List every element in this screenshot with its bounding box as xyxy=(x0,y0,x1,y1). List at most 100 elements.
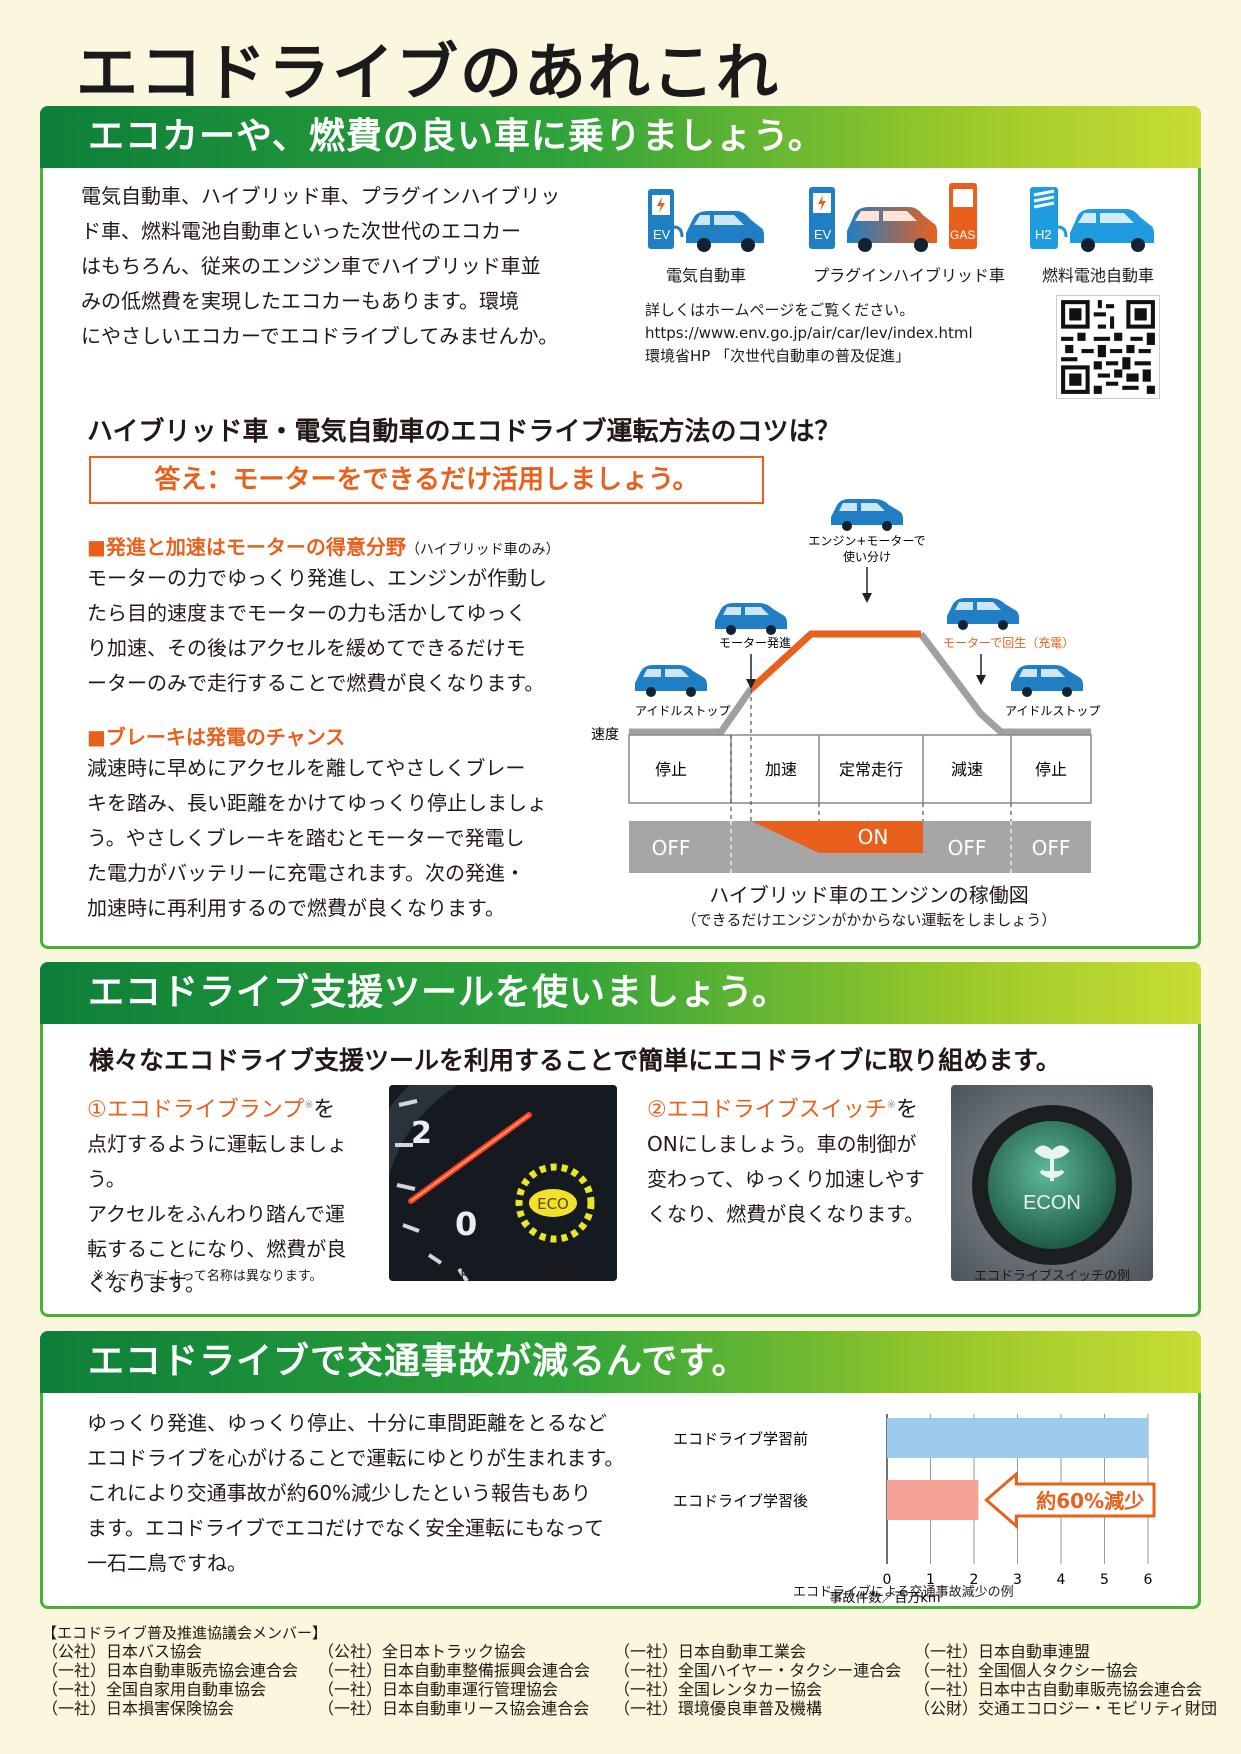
intro-line: にやさしいエコカーでエコドライブしてみませんか。 xyxy=(81,324,559,348)
phase-decel: 減速 xyxy=(951,760,983,779)
tool1-line: くなります。 xyxy=(87,1272,205,1297)
more-info: 詳しくはホームページをご覧ください。 https://www.env.go.jp… xyxy=(645,299,973,368)
car-label-phev: プラグインハイブリッド車 xyxy=(813,266,1005,285)
tip1-body: モーターの力でゆっくり発進し、エンジンが作動し たら目的速度までモーターの力も活… xyxy=(87,561,567,701)
tip2-line: う。やさしくブレーキを踏むとモーターで発電し xyxy=(87,826,525,850)
accident-line: ます。エコドライブでエコだけでなく安全運転にもなって xyxy=(87,1516,604,1540)
chart-tick-label: 2 xyxy=(970,1572,979,1588)
fuel-cell-icon: H2 xyxy=(1030,185,1160,257)
intro-line: はもちろん、従来のエンジン車でハイブリッド車並 xyxy=(81,254,541,278)
member-item: （一社）日本自動車整備振興会連合会 xyxy=(318,1661,591,1680)
car-label-ev: 電気自動車 xyxy=(665,266,746,285)
ev-tag: EV xyxy=(653,227,671,242)
eco-lamp-photo: 2 0 ECO xyxy=(389,1085,617,1281)
reduction-label: 約60%減少 xyxy=(1036,1489,1144,1513)
intro-text: 電気自動車、ハイブリッド車、プラグインハイブリッ ド車、燃料電池自動車といった次… xyxy=(81,179,561,354)
regen-label: モーターで回生（充電） xyxy=(943,635,1074,650)
question-heading: ハイブリッド車・電気自動車のエコドライブ運転方法のコツは？ xyxy=(87,417,841,447)
accident-line: ゆっくり発進、ゆっくり停止、十分に車間距離をとるなど xyxy=(87,1411,607,1435)
member-item: （一社）日本中古自動車販売協会連合会 xyxy=(914,1680,1203,1699)
section-header-tools: エコドライブ支援ツールを使いましょう。 xyxy=(40,962,1201,1024)
phase-accel: 加速 xyxy=(765,760,797,779)
engine-off-2: OFF xyxy=(948,836,987,860)
section-accident-reduction: エコドライブで交通事故が減るんです。 ゆっくり発進、ゆっくり停止、十分に車間距離… xyxy=(40,1331,1201,1609)
car-icon xyxy=(947,598,1019,630)
tool1-text: ①エコドライブランプ※を 点灯するように運転しましょう。 アクセルをふんわり踏ん… xyxy=(87,1087,377,1302)
tool2-mark: ※ xyxy=(886,1098,896,1111)
diagram-title: ハイブリッド車のエンジンの稼働図 xyxy=(709,883,1029,907)
intro-line: 電気自動車、ハイブリッド車、プラグインハイブリッ xyxy=(81,184,561,208)
tool2-line: くなり、燃費が良くなります。 xyxy=(647,1202,925,1227)
h2-tag: H2 xyxy=(1035,227,1052,242)
car-label-fcv: 燃料電池自動車 xyxy=(1041,266,1154,285)
member-item: （一社）全国個人タクシー協会 xyxy=(914,1661,1139,1680)
tool2-line: ONにしましょう。車の制御が xyxy=(647,1132,917,1157)
eco-lamp-label: ECO xyxy=(537,1195,569,1213)
phase-cruise: 定常走行 xyxy=(839,760,903,779)
tip2-title: ■ブレーキは発電のチャンス xyxy=(87,725,346,749)
accident-text: ゆっくり発進、ゆっくり停止、十分に車間距離をとるなど エコドライブを心がけること… xyxy=(87,1406,647,1581)
car-icon xyxy=(1011,665,1083,697)
member-item: （一社）日本自動車工業会 xyxy=(614,1642,807,1661)
member-item: （公財）交通エコロジー・モビリティ財団 xyxy=(914,1699,1218,1718)
tip1-title: ■発進と加速はモーターの得意分野（ハイブリッド車のみ） xyxy=(87,531,560,560)
section-header-accident: エコドライブで交通事故が減るんです。 xyxy=(40,1331,1201,1393)
ev-charger-icon: EV xyxy=(648,187,766,257)
member-item: （一社）全国ハイヤー・タクシー連合会 xyxy=(614,1661,902,1680)
tool1-line: 点灯するように運転しましょう。 xyxy=(87,1132,347,1192)
section-support-tools: エコドライブ支援ツールを使いましょう。 様々なエコドライブ支援ツールを利用するこ… xyxy=(40,962,1201,1317)
tool2-text: ②エコドライブスイッチ※を ONにしましょう。車の制御が 変わって、ゆっくり加速… xyxy=(647,1087,937,1232)
ministry-url[interactable]: https://www.env.go.jp/air/car/lev/index.… xyxy=(645,324,973,342)
chart-caption: エコドライブによる交通事故減少の例 xyxy=(793,1585,1014,1600)
engine-motor-label-1: エンジン+モーターで xyxy=(808,534,925,548)
members-title: 【エコドライブ普及推進協議会メンバー】 xyxy=(42,1624,328,1642)
gas-tag: GAS xyxy=(950,228,975,242)
tip1-line: り加速、その後はアクセルを緩めてできるだけモ xyxy=(87,636,526,660)
member-item: （一社）日本自動車連盟 xyxy=(914,1642,1091,1661)
idle-stop-left: アイドルストップ xyxy=(635,704,730,718)
chart-xlabel: 事故件数／百万km xyxy=(829,1591,940,1606)
chart-bar xyxy=(887,1480,979,1520)
chart-tick-label: 3 xyxy=(1013,1572,1022,1588)
phase-stop-2: 停止 xyxy=(1035,760,1067,779)
page-title: エコドライブのあれこれ xyxy=(76,36,781,109)
tool1-title-tail: を xyxy=(313,1097,336,1123)
tools-lead: 様々なエコドライブ支援ツールを利用することで簡単にエコドライブに取り組めます。 xyxy=(89,1046,1061,1075)
chart-tick-label: 5 xyxy=(1100,1572,1109,1588)
accident-line: エコドライブを心がけることで運転にゆとりが生まれます。 xyxy=(87,1446,625,1470)
tool2-title-tail: を xyxy=(895,1097,918,1123)
intro-line: ド車、燃料電池自動車といった次世代のエコカー xyxy=(81,219,521,243)
member-item: （一社）日本損害保険協会 xyxy=(42,1699,235,1718)
tip2-line: 減速時に早めにアクセルを離してやさしくブレー xyxy=(87,756,526,780)
chart-bar xyxy=(887,1418,1148,1458)
members-column-1: （公社）日本バス協会 （一社）日本自動車販売協会連合会 （一社）全国自家用自動車… xyxy=(42,1642,298,1718)
phase-stop-1: 停止 xyxy=(655,760,687,779)
engine-off-1: OFF xyxy=(652,836,691,860)
member-item: （一社）日本自動車リース協会連合会 xyxy=(318,1699,590,1718)
tip1-note: （ハイブリッド車のみ） xyxy=(405,542,560,558)
tip2-line: 加速時に再利用するので燃費が良くなります。 xyxy=(87,896,505,920)
qr-code-icon[interactable] xyxy=(1056,295,1160,399)
tip1-line: たら目的速度までモーターの力も活かしてゆっく xyxy=(87,601,527,625)
engine-off-3: OFF xyxy=(1032,836,1071,860)
tip2-line: た電力がバッテリーに充電されます。次の発進・ xyxy=(87,861,525,885)
chart-category-label: エコドライブ学習前 xyxy=(673,1430,808,1448)
more-info-text: 詳しくはホームページをご覧ください。 xyxy=(645,301,915,319)
engine-on: ON xyxy=(858,825,889,849)
member-item: （一社）全国自家用自動車協会 xyxy=(42,1680,267,1699)
car-icon xyxy=(831,499,903,531)
tip1-line: モーターの力でゆっくり発進し、エンジンが作動し xyxy=(87,566,547,590)
tip1-title-text: ■発進と加速はモーターの得意分野 xyxy=(87,535,406,559)
member-item: （公社）日本バス協会 xyxy=(42,1642,203,1661)
engine-motor-label-2: 使い分け xyxy=(843,549,891,564)
gauge-number-2: 2 xyxy=(411,1116,432,1151)
ministry-name: 環境省HP 「次世代自動車の普及促進」 xyxy=(645,347,911,365)
speed-label: 速度 xyxy=(591,727,619,743)
member-item: （一社）環境優良車普及機構 xyxy=(614,1699,823,1718)
tool1-note: ※メーカーによって名称は異なります。 xyxy=(93,1269,323,1284)
tool1-mark: ※ xyxy=(304,1098,314,1111)
chart-category-label: エコドライブ学習後 xyxy=(673,1492,808,1510)
hybrid-engine-diagram: 停止 加速 定常走行 減速 停止 OFF ON OFF OFF 速度 アイドルス… xyxy=(591,499,1100,873)
answer-box: 答え：モーターをできるだけ活用しましょう。 xyxy=(89,456,764,504)
